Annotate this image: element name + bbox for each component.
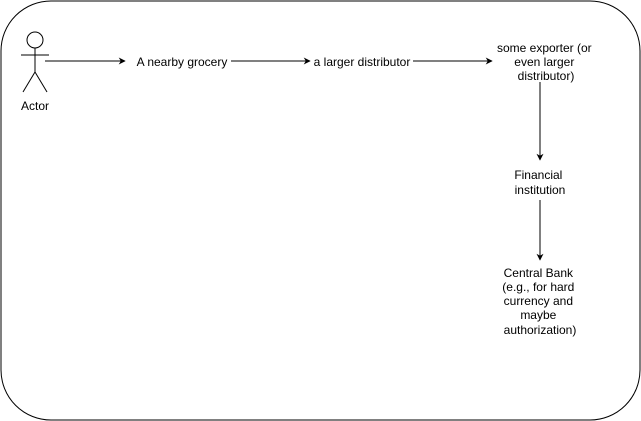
actor-icon xyxy=(21,31,49,93)
node-exporter: some exporter (or even larger distributo… xyxy=(497,41,595,83)
node-central-bank-line: maybe xyxy=(520,308,556,322)
node-grocery: A nearby grocery xyxy=(137,55,228,69)
node-financial-line: institution xyxy=(515,183,566,197)
node-financial-institution: Financial institution xyxy=(514,168,565,197)
node-exporter-line: distributor) xyxy=(518,69,575,83)
node-central-bank-line: (e.g., for hard xyxy=(502,280,574,294)
node-central-bank: Central Bank (e.g., for hard currency an… xyxy=(502,266,577,337)
node-distributor: a larger distributor xyxy=(314,55,411,69)
node-central-bank-line: Central Bank xyxy=(504,266,574,280)
actor-label: Actor xyxy=(21,99,49,113)
node-financial-line: Financial xyxy=(514,168,562,182)
node-central-bank-line: authorization) xyxy=(504,323,577,337)
node-central-bank-line: currency and xyxy=(504,294,573,308)
node-exporter-line: some exporter (or xyxy=(497,41,592,55)
node-exporter-line: even larger xyxy=(514,55,574,69)
